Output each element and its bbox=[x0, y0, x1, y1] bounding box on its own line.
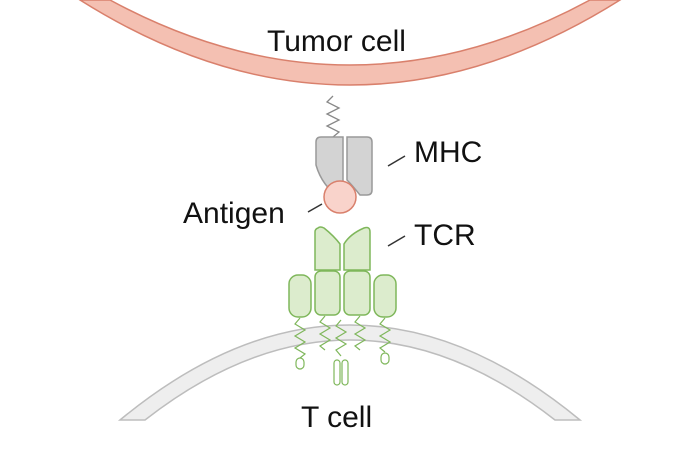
antigen-label: Antigen bbox=[183, 197, 285, 230]
tcr-transmembrane-springs bbox=[293, 315, 392, 359]
cd3-left-outer bbox=[288, 274, 312, 318]
tcr-label: TCR bbox=[414, 219, 476, 252]
tumor-cell-label: Tumor cell bbox=[267, 25, 406, 58]
cd3-right-outer bbox=[373, 274, 397, 318]
tcr-complex bbox=[288, 226, 397, 318]
t-cell-membrane bbox=[117, 324, 583, 421]
antigen-leader-line bbox=[307, 203, 323, 213]
tcr-beta-chain bbox=[343, 226, 371, 271]
tumor-cell-membrane bbox=[78, 0, 622, 86]
t-cell-label: T cell bbox=[301, 401, 372, 434]
tcr-beta-constant bbox=[343, 270, 371, 316]
tcr-leader-line bbox=[387, 235, 406, 247]
tcr-alpha-chain bbox=[314, 226, 341, 271]
mhc-transmembrane-spring bbox=[325, 95, 341, 138]
tcr-alpha-constant bbox=[314, 270, 341, 316]
intracellular-tails bbox=[295, 352, 390, 386]
antigen-peptide bbox=[323, 180, 357, 214]
mhc-leader-line bbox=[387, 155, 406, 167]
mhc-label: MHC bbox=[414, 136, 482, 169]
